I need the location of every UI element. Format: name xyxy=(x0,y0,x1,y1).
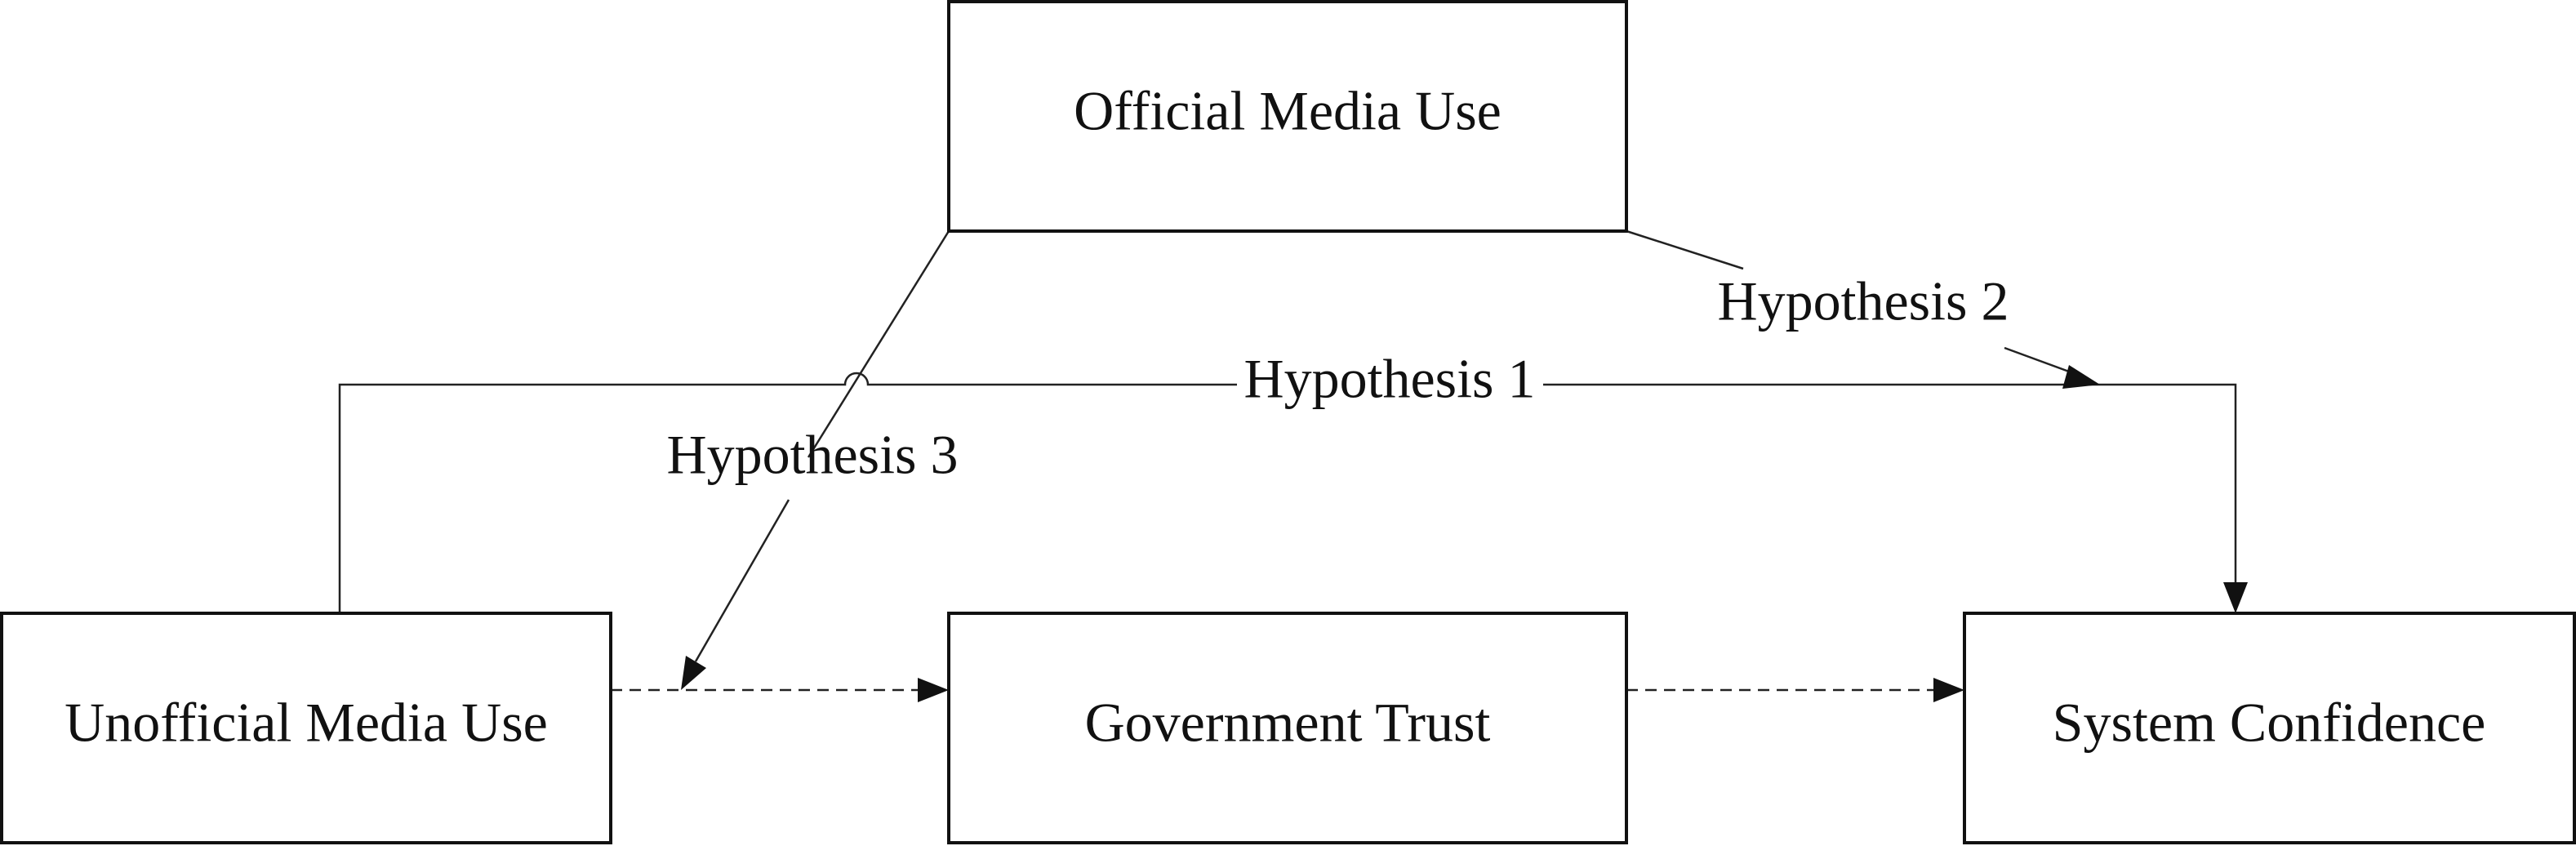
unofficial-to-government-arrowhead xyxy=(918,678,949,702)
unofficial-media-use-box: Unofficial Media Use xyxy=(0,612,612,844)
hypothesis-2-arrowhead xyxy=(2062,365,2100,389)
system-confidence-label: System Confidence xyxy=(2053,692,2486,754)
system-confidence-box: System Confidence xyxy=(1963,612,2576,844)
government-trust-box: Government Trust xyxy=(947,612,1628,844)
unofficial-media-use-label: Unofficial Media Use xyxy=(65,692,548,754)
hypothesis-3-arrow-line-lower xyxy=(694,499,790,662)
government-trust-label: Government Trust xyxy=(1085,692,1491,754)
official-media-use-box: Official Media Use xyxy=(947,0,1628,233)
hypothesis-3-label: Hypothesis 3 xyxy=(667,424,959,486)
government-to-system-arrowhead xyxy=(1933,678,1964,702)
hypothesis-3-arrow-line-upper xyxy=(807,230,950,458)
hypothesis-2-arrow-line-upper xyxy=(1626,229,1744,270)
hypothesis-3-arrowhead xyxy=(681,656,706,690)
hypothesis-1-arrow-line-right xyxy=(1543,383,2237,588)
hypothesis-1-arrowhead xyxy=(2223,582,2248,613)
hypothesis-1-label: Hypothesis 1 xyxy=(1244,348,1536,410)
hypothesis-2-label: Hypothesis 2 xyxy=(1718,270,2009,332)
official-media-use-label: Official Media Use xyxy=(1074,80,1502,142)
hypothesis-2-arrow-line-lower xyxy=(2004,346,2079,376)
hypothesis-1-arrow-line xyxy=(338,372,1237,613)
